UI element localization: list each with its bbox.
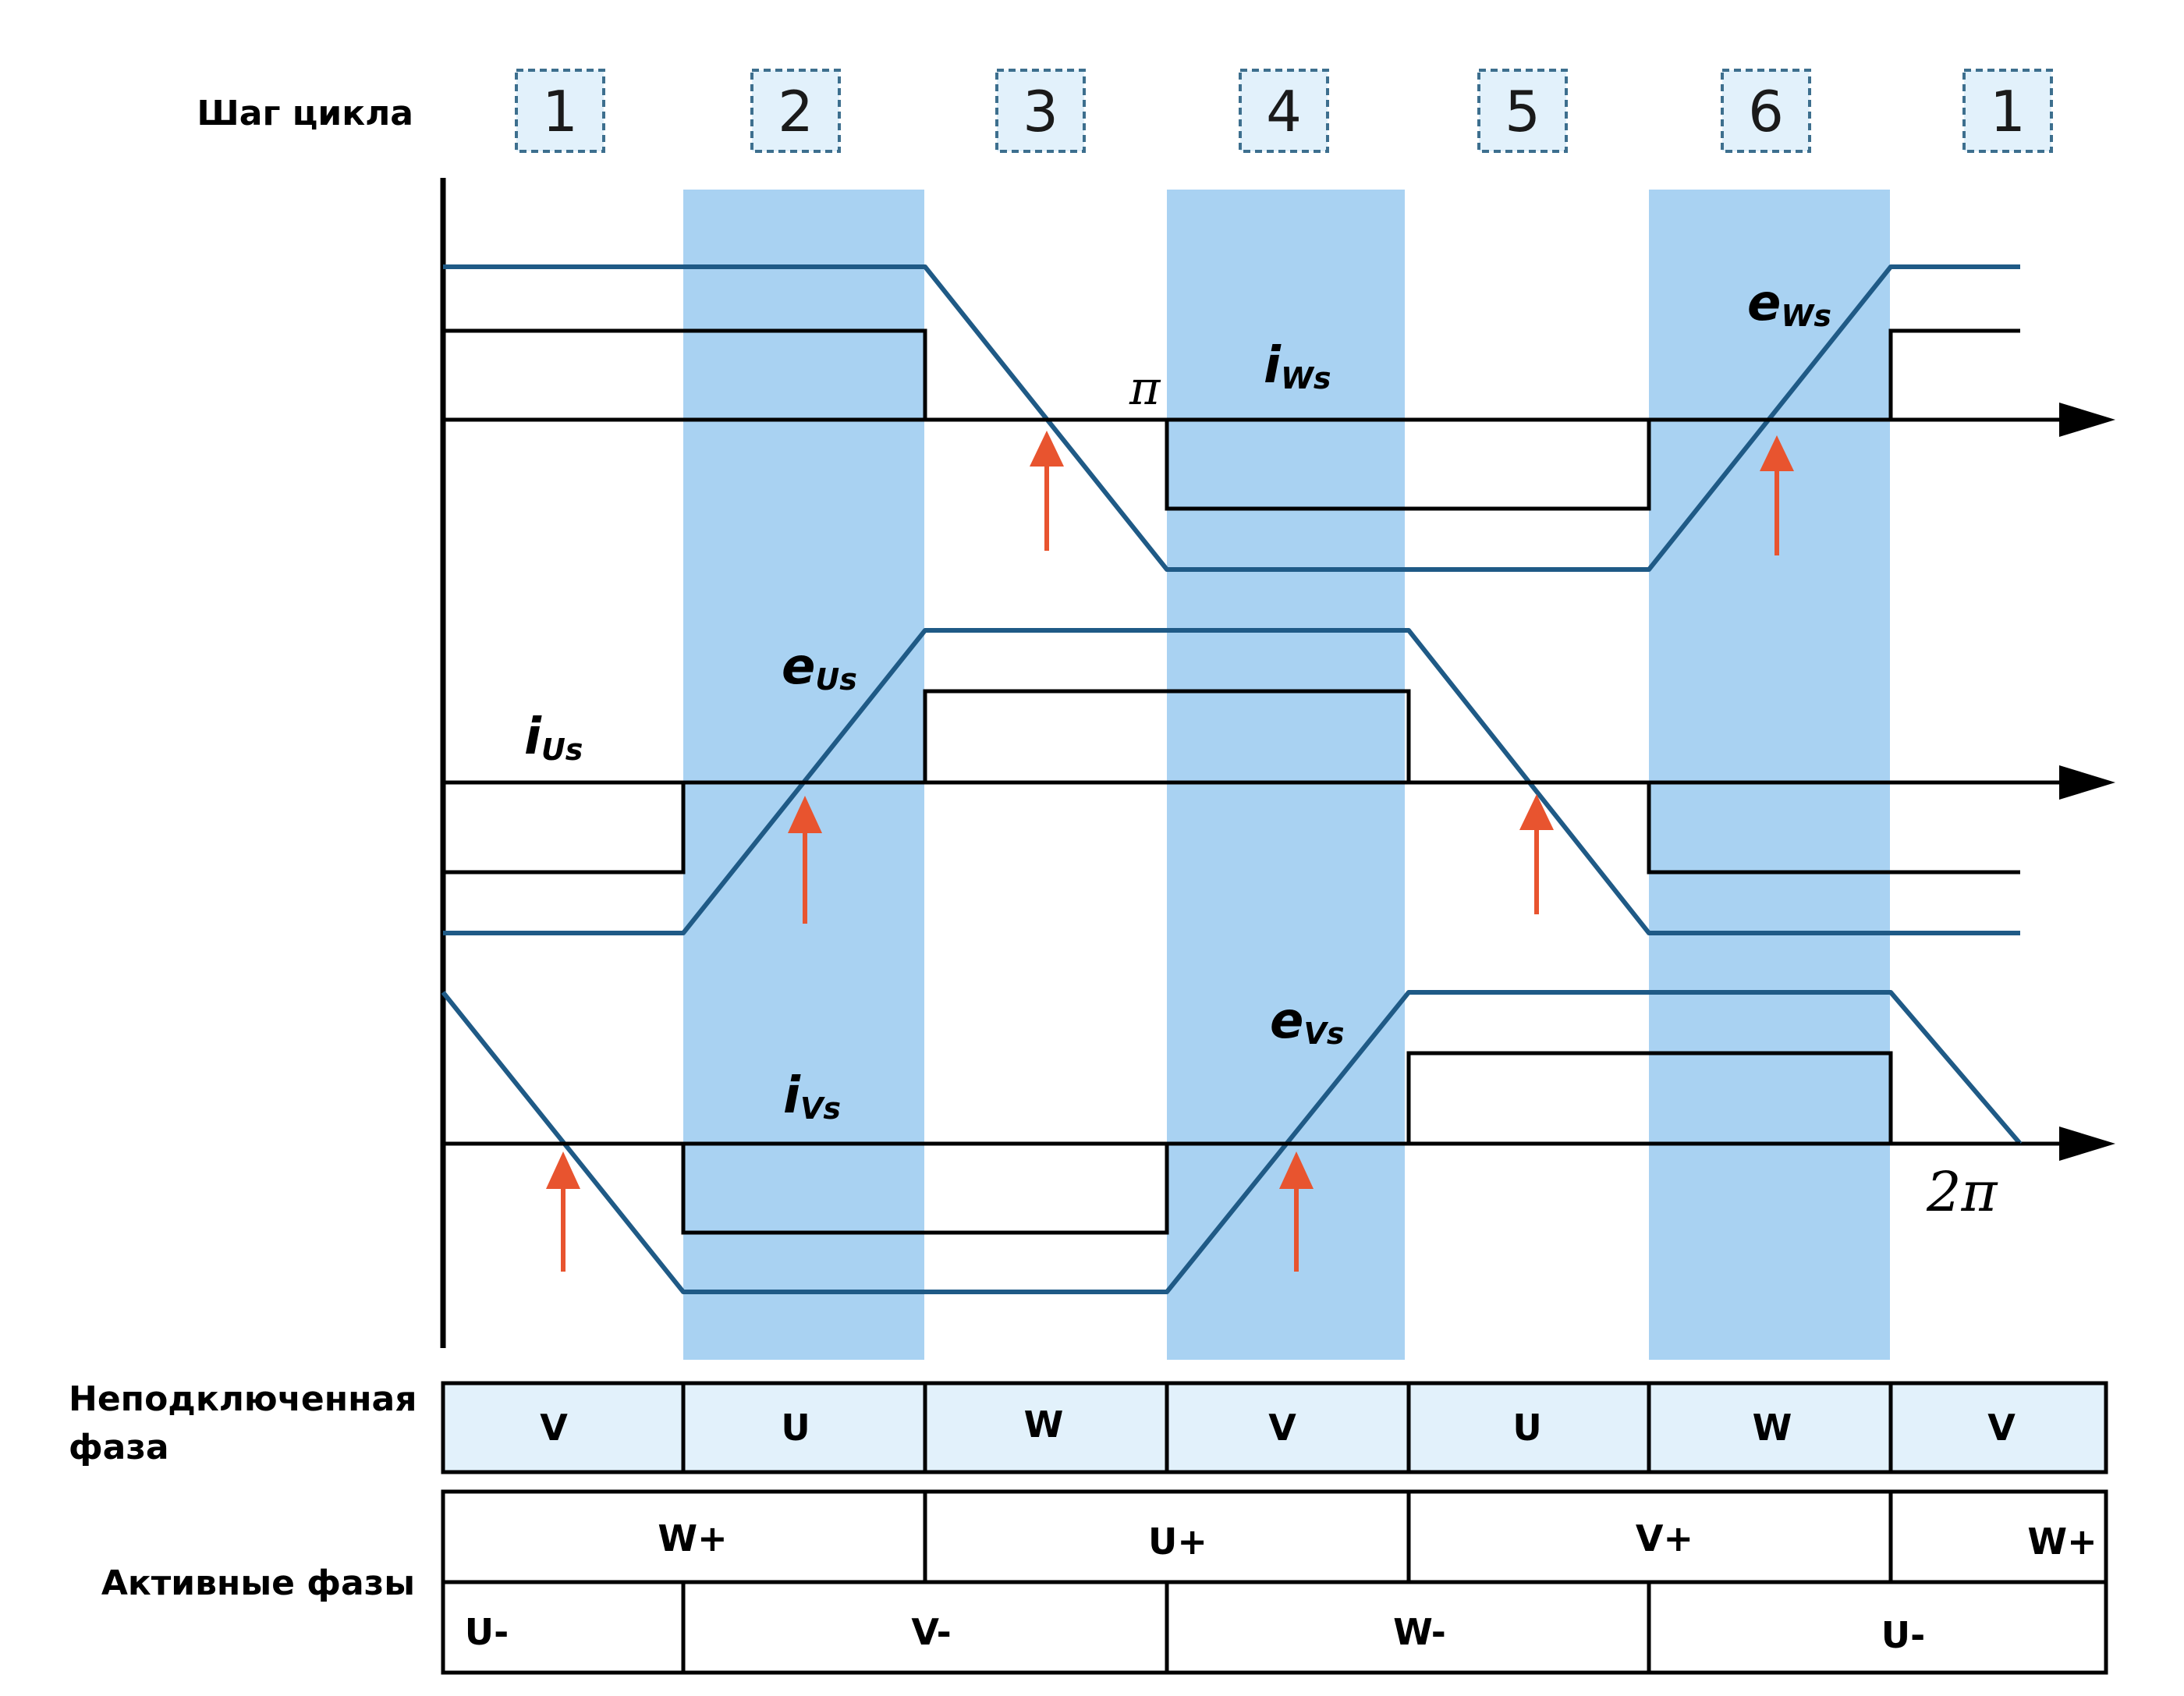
current-label-u: iUs [524,708,583,767]
emf-waveform-w [443,264,2020,572]
axis-arrowhead-v [2059,1127,2115,1161]
current-symbol: i [1264,337,1282,395]
emf-waveform-u [443,628,2020,935]
step-number: 6 [1748,79,1784,144]
step-number: 1 [1990,79,2026,144]
active-top-cell: W+ [2027,1520,2097,1563]
current-waveform-w [443,328,2020,511]
step-box-frame [750,69,841,153]
step-number: 5 [1505,79,1540,144]
unconnected-cell: V [540,1407,568,1449]
axis-arrowhead-u [2059,765,2115,800]
step-box-frame [1477,69,1568,153]
emf-symbol: e [782,638,815,696]
active-phases-label: Активные фазы [101,1563,415,1603]
step-box-6: 6 [1721,69,1811,153]
current-waveform-u [443,689,2020,875]
step-label: Шаг цикла [197,94,413,133]
step-number: 1 [542,79,578,144]
shade-step-4 [1167,190,1405,1360]
unconnected-label: Неподключенная фаза [69,1379,429,1467]
step-box-frame [1239,69,1329,153]
phase-v-plot: iVs eVs 2π [441,990,2115,1294]
active-top-cell: U+ [1148,1520,1207,1563]
arrow-head [1760,435,1794,471]
step-box-frame [995,69,1086,153]
emf-symbol: e [1747,275,1781,332]
step-box-2: 2 [750,69,841,153]
step-box-5: 5 [1477,69,1568,153]
two-pi-marker: 2π [1926,1160,1999,1224]
unconnected-cell: V [1987,1407,2016,1449]
active-bottom-cell: U- [1881,1614,1925,1656]
step-box-frame [1962,69,2053,153]
emf-subscript: Ws [1781,299,1831,333]
current-label-v: iVs [783,1067,841,1126]
zero-crossing-arrow [1760,435,1794,555]
emf-subscript: Vs [1303,1017,1344,1051]
active-top-cell: V+ [1636,1517,1693,1559]
current-subscript: Ws [1281,361,1331,396]
emf-label-v: eVs [1270,992,1344,1051]
arrow-head [1279,1151,1314,1189]
emf-symbol: e [1270,992,1303,1050]
unconnected-phase-row: Неподключенная фаза V U W V U W V [69,1379,2108,1474]
step-number: 2 [778,79,814,144]
arrow-head [1519,794,1554,830]
step-box-frame [1721,69,1811,153]
shaded-intervals [683,190,1890,1360]
active-bottom-cell: W- [1393,1611,1446,1653]
emf-label-u: eUs [782,638,857,697]
shade-step-2 [683,190,924,1360]
unconnected-label-line1: Неподключенная [69,1379,417,1419]
pi-marker: π [1129,361,1161,416]
axis-arrowhead-w [2059,403,2115,437]
arrow-head [1030,431,1064,467]
unconnected-label-line2: фаза [69,1428,169,1467]
zero-crossing-arrow [788,796,822,924]
current-waveform-v [443,1051,2020,1235]
phase-u-plot: iUs eUs [443,628,2115,935]
step-box-1: 1 [515,69,605,153]
current-symbol: i [783,1067,801,1125]
step-box-frame [515,69,605,153]
zero-crossing-arrow [1030,431,1064,551]
step-boxes: 1 2 3 4 5 6 1 [515,69,2053,153]
active-bottom-cell: V- [911,1611,951,1653]
current-subscript: Vs [800,1091,841,1126]
step-box-3: 3 [995,69,1086,153]
arrow-head [546,1151,580,1189]
active-top-cell: W+ [658,1517,727,1559]
step-number: 4 [1266,79,1302,144]
step-number: 3 [1023,79,1058,144]
zero-crossing-arrow [1279,1151,1314,1272]
unconnected-cell: W [1024,1403,1064,1446]
step-box-7: 1 [1962,69,2053,153]
unconnected-cell: V [1268,1407,1296,1449]
arrow-head [788,796,822,833]
zero-crossing-arrow [546,1151,580,1272]
emf-label-w: eWs [1747,275,1831,333]
shade-step-6 [1649,190,1890,1360]
unconnected-row-frame [441,1381,2108,1474]
step-box-4: 4 [1239,69,1329,153]
current-subscript: Us [541,733,583,767]
phase-w-plot: iWs eWs π [443,264,2115,572]
unconnected-cell: U [1512,1407,1541,1449]
current-symbol: i [524,708,542,766]
unconnected-cell: U [781,1407,810,1449]
emf-subscript: Us [815,662,856,697]
active-phases-table: Активные фазы W+ U+ V+ W+ U- V- W- U- [101,1489,2108,1675]
active-bottom-cell: U- [465,1611,509,1653]
zero-crossing-arrow [1519,794,1554,914]
unconnected-cell: W [1753,1407,1792,1449]
current-label-w: iWs [1264,337,1331,396]
